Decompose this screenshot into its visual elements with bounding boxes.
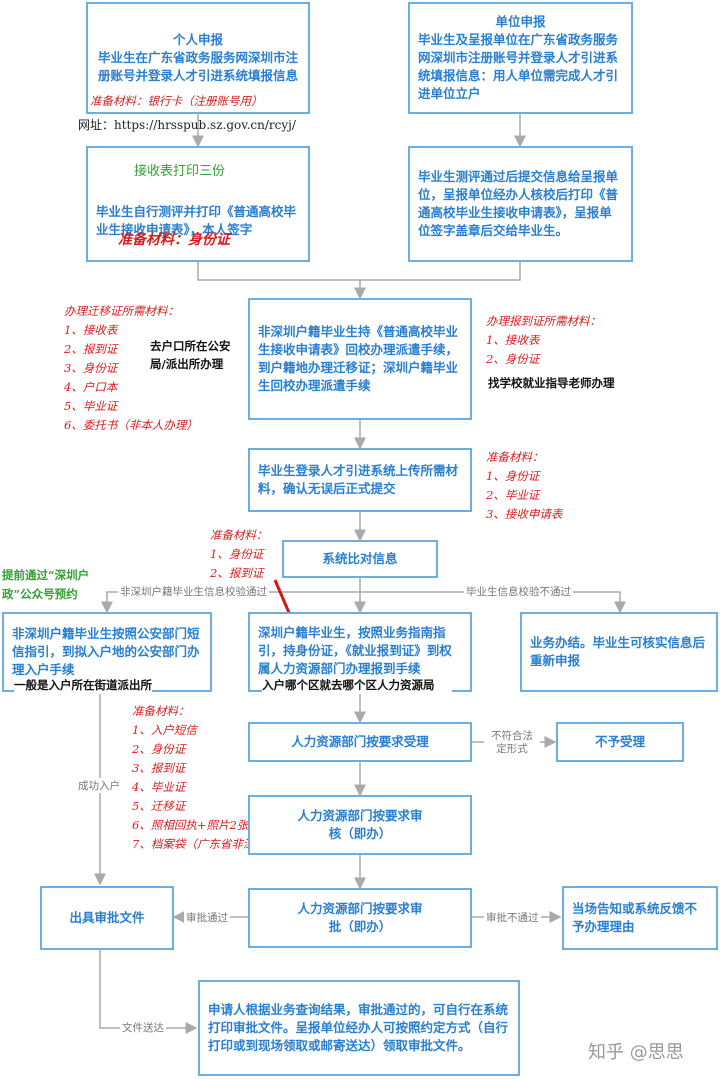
unit-declaration-box: 单位申报 毕业生及呈报单位在广东省政务服务网深圳市注册账号并登录人才引进系统填报…: [408, 2, 633, 114]
system-compare-text: 系统比对信息: [322, 551, 398, 566]
entry-item: 2、身份证: [132, 742, 186, 756]
migration-materials-title: 办理迁移证所需材料：: [64, 304, 179, 318]
upload-materials-box: 毕业生登录人才引进系统上传所需材料，确认无误后正式提交: [248, 448, 472, 512]
upload-materials-text: 毕业生登录人才引进系统上传所需材料，确认无误后正式提交: [258, 463, 459, 496]
print-form-unit-text: 毕业生测评通过后提交信息给呈报单位，呈报单位经办人核校后打印《普通高校毕业生接收…: [418, 169, 619, 238]
note-street-police: 一般是入户所在街道派出所: [14, 676, 152, 694]
nonsz-police-entry-box: 非深圳户籍毕业生按照公安部门短信指引，到拟入户地的公安部门办理入户手续: [2, 612, 212, 692]
edge-label-approval-pass: 审批通过: [184, 910, 230, 925]
note-prepare-bank-card: 准备材料：银行卡（注册账号用）: [90, 94, 263, 108]
report-card-item: 2、身份证: [486, 352, 540, 366]
hr-approve-box: 人力资源部门按要求审批（即办）: [248, 888, 472, 948]
edge-label-nonsz-check-pass: 非深圳户籍毕业生信息校验通过: [118, 584, 269, 599]
notify-reason-box: 当场告知或系统反馈不予办理理由: [562, 886, 718, 950]
compare-item: 2、报到证: [210, 566, 264, 580]
migration-item: 6、委托书（非本人办理）: [64, 418, 198, 432]
watermark: 知乎 @思思: [588, 1042, 684, 1063]
note-website-url: 网址：https://hrsspub.sz.gov.cn/rcyj/: [78, 118, 296, 132]
entry-materials-title: 准备材料：: [132, 704, 190, 718]
upload-item: 3、接收申请表: [486, 507, 563, 521]
edge-label-check-fail: 毕业生信息校验不通过: [464, 584, 573, 599]
migration-office-note: 去户口所在公安局/派出所办理: [150, 339, 231, 371]
business-finish-box: 业务办结。毕业生可核实信息后重新申报: [520, 612, 718, 692]
issue-approval-text: 出具审批文件: [69, 910, 145, 925]
note-prepare-id: 准备材料：身份证: [118, 232, 230, 248]
compare-materials-note: 准备材料： 1、身份证 2、报到证: [210, 526, 268, 583]
entry-item: 5、迁移证: [132, 799, 186, 813]
hr-review-text: 人力资源部门按要求审核（即办）: [297, 808, 423, 841]
edge-label-approval-fail: 审批不通过: [484, 910, 541, 925]
report-card-materials-note: 办理报到证所需材料： 1、接收表 2、身份证: [486, 312, 601, 369]
not-accept-text: 不予受理: [594, 734, 645, 749]
report-card-item: 1、接收表: [486, 333, 540, 347]
migration-item: 4、户口本: [64, 380, 118, 394]
note-wechat-appointment: 提前通过“深圳户政”公众号预约: [2, 568, 90, 601]
note-district-hr: 入户哪个区就去哪个区人力资源局: [262, 676, 452, 694]
migration-item: 1、接收表: [64, 323, 118, 337]
upload-item: 1、身份证: [486, 469, 540, 483]
sz-report-text: 深圳户籍毕业生，按照业务指南指引，持身份证，《就业报到证》到权属人力资源部门办理…: [258, 625, 452, 676]
entry-item: 1、入户短信: [132, 723, 197, 737]
nonsz-police-entry-text: 非深圳户籍毕业生按照公安部门短信指引，到拟入户地的公安部门办理入户手续: [12, 626, 200, 677]
unit-declaration-text: 毕业生及呈报单位在广东省政务服务网深圳市注册账号并登录人才引进系统填报信息：用人…: [418, 32, 619, 101]
edge-label-doc-send: 文件送达: [120, 1020, 166, 1035]
hr-accept-text: 人力资源部门按要求受理: [291, 734, 429, 749]
notify-reason-text: 当场告知或系统反馈不予办理理由: [572, 901, 698, 934]
upload-materials-note: 准备材料： 1、身份证 2、毕业证 3、接收申请表: [486, 448, 562, 524]
migration-materials-note: 办理迁移证所需材料： 1、接收表 2、报到证 3、身份证 4、户口本 5、毕业证…: [64, 302, 198, 435]
hr-accept-box: 人力资源部门按要求受理: [248, 722, 472, 762]
personal-declaration-box: 个人申报 毕业生在广东省政务服务网深圳市注册账号并登录人才引进系统填报信息: [86, 2, 310, 114]
hr-review-box: 人力资源部门按要求审核（即办）: [248, 795, 472, 855]
dispatch-procedure-text: 非深圳户籍毕业生持《普通高校毕业生接收申请表》回校办理派遣手续，到户籍地办理迁移…: [258, 324, 459, 393]
edge-label-not-conform: 不符合法定形式: [484, 730, 540, 756]
dispatch-procedure-box: 非深圳户籍毕业生持《普通高校毕业生接收申请表》回校办理派遣手续，到户籍地办理迁移…: [248, 298, 472, 420]
migration-item: 3、身份证: [64, 361, 118, 375]
edge-label-success-entry: 成功入户: [76, 778, 122, 793]
upload-item: 2、毕业证: [486, 488, 540, 502]
migration-item: 2、报到证: [64, 342, 118, 356]
personal-declaration-text: 毕业生在广东省政务服务网深圳市注册账号并登录人才引进系统填报信息: [97, 50, 298, 83]
not-accept-box: 不予受理: [556, 722, 684, 762]
compare-item: 1、身份证: [210, 547, 264, 561]
print-form-personal-text: 毕业生自行测评并打印《普通高校毕业生接收申请表》，本人签字: [96, 204, 297, 237]
entry-materials-note: 准备材料： 1、入户短信 2、身份证 3、报到证 4、毕业证 5、迁移证 6、照…: [132, 702, 277, 854]
entry-item: 3、报到证: [132, 761, 186, 775]
final-print-text: 申请人根据业务查询结果，审批通过的，可自行在系统打印审批文件。呈报单位经办人可按…: [208, 1002, 509, 1053]
report-card-office-note: 找学校就业指导老师办理: [488, 376, 615, 390]
report-card-materials-title: 办理报到证所需材料：: [486, 314, 601, 328]
personal-declaration-title: 个人申报: [172, 32, 223, 47]
issue-approval-box: 出具审批文件: [40, 886, 174, 950]
system-compare-box: 系统比对信息: [282, 540, 438, 578]
final-print-box: 申请人根据业务查询结果，审批通过的，可自行在系统打印审批文件。呈报单位经办人可按…: [198, 980, 520, 1076]
migration-item: 5、毕业证: [64, 399, 118, 413]
print-form-personal-box: 毕业生自行测评并打印《普通高校毕业生接收申请表》，本人签字: [86, 146, 310, 262]
hr-approve-text: 人力资源部门按要求审批（即办）: [297, 901, 423, 934]
entry-item: 7、档案袋（广东省非深户）: [132, 837, 278, 851]
upload-materials-title: 准备材料：: [486, 450, 544, 464]
print-form-unit-box: 毕业生测评通过后提交信息给呈报单位，呈报单位经办人核校后打印《普通高校毕业生接收…: [408, 146, 633, 262]
entry-item: 6、照相回执+照片2张: [132, 818, 249, 832]
compare-materials-title: 准备材料：: [210, 528, 268, 542]
entry-item: 4、毕业证: [132, 780, 186, 794]
business-finish-text: 业务办结。毕业生可核实信息后重新申报: [530, 635, 706, 668]
unit-declaration-title: 单位申报: [495, 14, 546, 29]
note-print-three-copies: 接收表打印三份: [134, 164, 226, 179]
